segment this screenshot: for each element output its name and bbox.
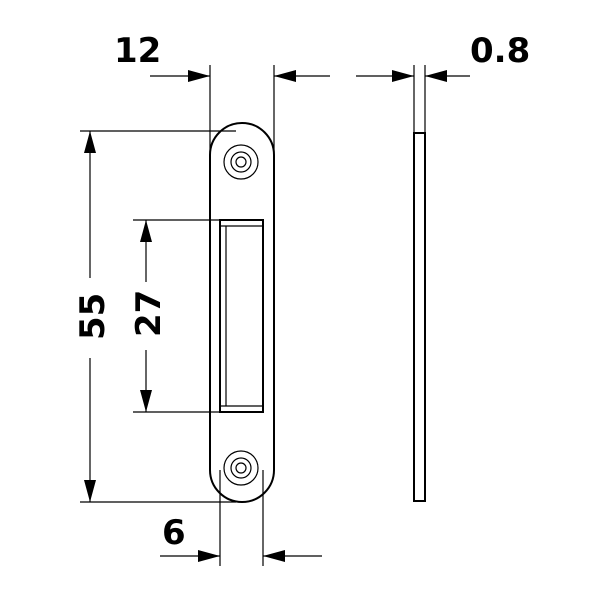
extension-lines — [80, 65, 426, 566]
top-screw-hole — [223, 144, 259, 180]
dim-height-label: 55 — [73, 293, 113, 340]
latch-slot — [219, 219, 264, 413]
dim-slot-height-label: 27 — [129, 290, 169, 337]
dim-slot-width-label: 6 — [162, 513, 186, 553]
dim-width-label: 12 — [114, 31, 161, 71]
dim-slot-width: 6 — [160, 513, 322, 562]
dim-width: 12 — [114, 31, 330, 82]
dim-height: 55 — [73, 131, 113, 502]
dim-thickness-label: 0.8 — [470, 31, 530, 71]
dim-thickness: 0.8 — [356, 31, 530, 82]
dim-slot-height: 27 — [129, 220, 169, 412]
plate-side-view — [413, 132, 426, 502]
bottom-screw-hole — [223, 450, 259, 486]
plate-outline-front — [209, 122, 275, 503]
